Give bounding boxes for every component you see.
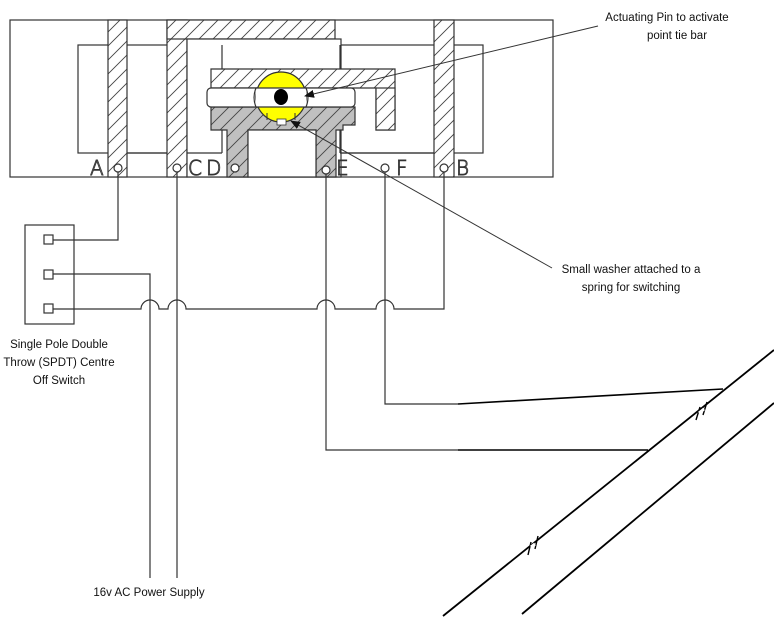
wire-e-to-rail xyxy=(325,174,458,451)
terminal-label-e: E xyxy=(336,156,349,180)
label-actuating-pin-line2: point tie bar xyxy=(646,30,708,42)
hatched-column-b xyxy=(433,19,455,178)
rail-left xyxy=(442,349,774,617)
terminal-f-contact xyxy=(380,163,390,173)
terminal-letters: A C D E F B xyxy=(90,156,470,181)
wire-switch-bottom-to-b xyxy=(53,172,445,310)
terminal-e-contact xyxy=(321,165,331,175)
wire-f-to-rail xyxy=(384,172,458,405)
hatched-column-a xyxy=(107,19,128,178)
label-actuating-pin: Actuating Pin to activate point tie bar xyxy=(598,9,736,45)
hatched-top-bar xyxy=(166,19,336,40)
switch-terminal-2 xyxy=(43,269,54,280)
wire-switch-middle-to-power xyxy=(53,273,151,578)
terminal-label-b: B xyxy=(456,156,469,180)
insulated-joiner-lower xyxy=(527,541,532,556)
switch-terminal-1 xyxy=(43,234,54,245)
leader-actuating-pin xyxy=(304,25,599,98)
terminal-d-contact xyxy=(230,163,240,173)
leader-washer xyxy=(290,120,553,269)
hatched-column-c xyxy=(166,19,188,178)
label-switch-line1: Single Pole Double xyxy=(10,339,108,351)
terminal-c-contact xyxy=(172,163,182,173)
label-washer: Small washer attached to a spring for sw… xyxy=(556,261,706,297)
label-switch-line3: Off Switch xyxy=(32,375,86,387)
terminal-label-f: F xyxy=(396,156,408,180)
terminal-label-d: D xyxy=(206,156,221,180)
terminal-label-a: A xyxy=(90,156,104,180)
label-switch: Single Pole Double Throw (SPDT) Centre O… xyxy=(2,336,116,390)
leader-lines xyxy=(290,25,599,269)
pin-centre xyxy=(274,89,288,105)
switch-terminal-3 xyxy=(43,303,54,314)
terminal-b-contact xyxy=(439,163,449,173)
terminal-label-c: C xyxy=(188,156,202,180)
rail-feeds xyxy=(457,388,724,451)
washer xyxy=(266,113,296,120)
label-actuating-pin-line1: Actuating Pin to activate xyxy=(605,12,729,24)
feed-to-rail-upper xyxy=(457,388,724,405)
central-opening xyxy=(247,129,317,178)
label-power-supply: 16v AC Power Supply xyxy=(93,587,205,599)
label-switch-line2: Throw (SPDT) Centre xyxy=(3,357,115,369)
housing-right-leg xyxy=(375,87,396,131)
label-washer-line1: Small washer attached to a xyxy=(561,264,701,276)
wiring xyxy=(53,172,458,578)
insulated-joiner-upper xyxy=(695,406,701,421)
label-washer-line2: spring for switching xyxy=(581,282,681,294)
terminal-a-contact xyxy=(113,163,123,173)
track-rails xyxy=(442,349,774,617)
rail-right xyxy=(521,402,774,615)
wire-a-to-switch-top xyxy=(53,172,119,241)
